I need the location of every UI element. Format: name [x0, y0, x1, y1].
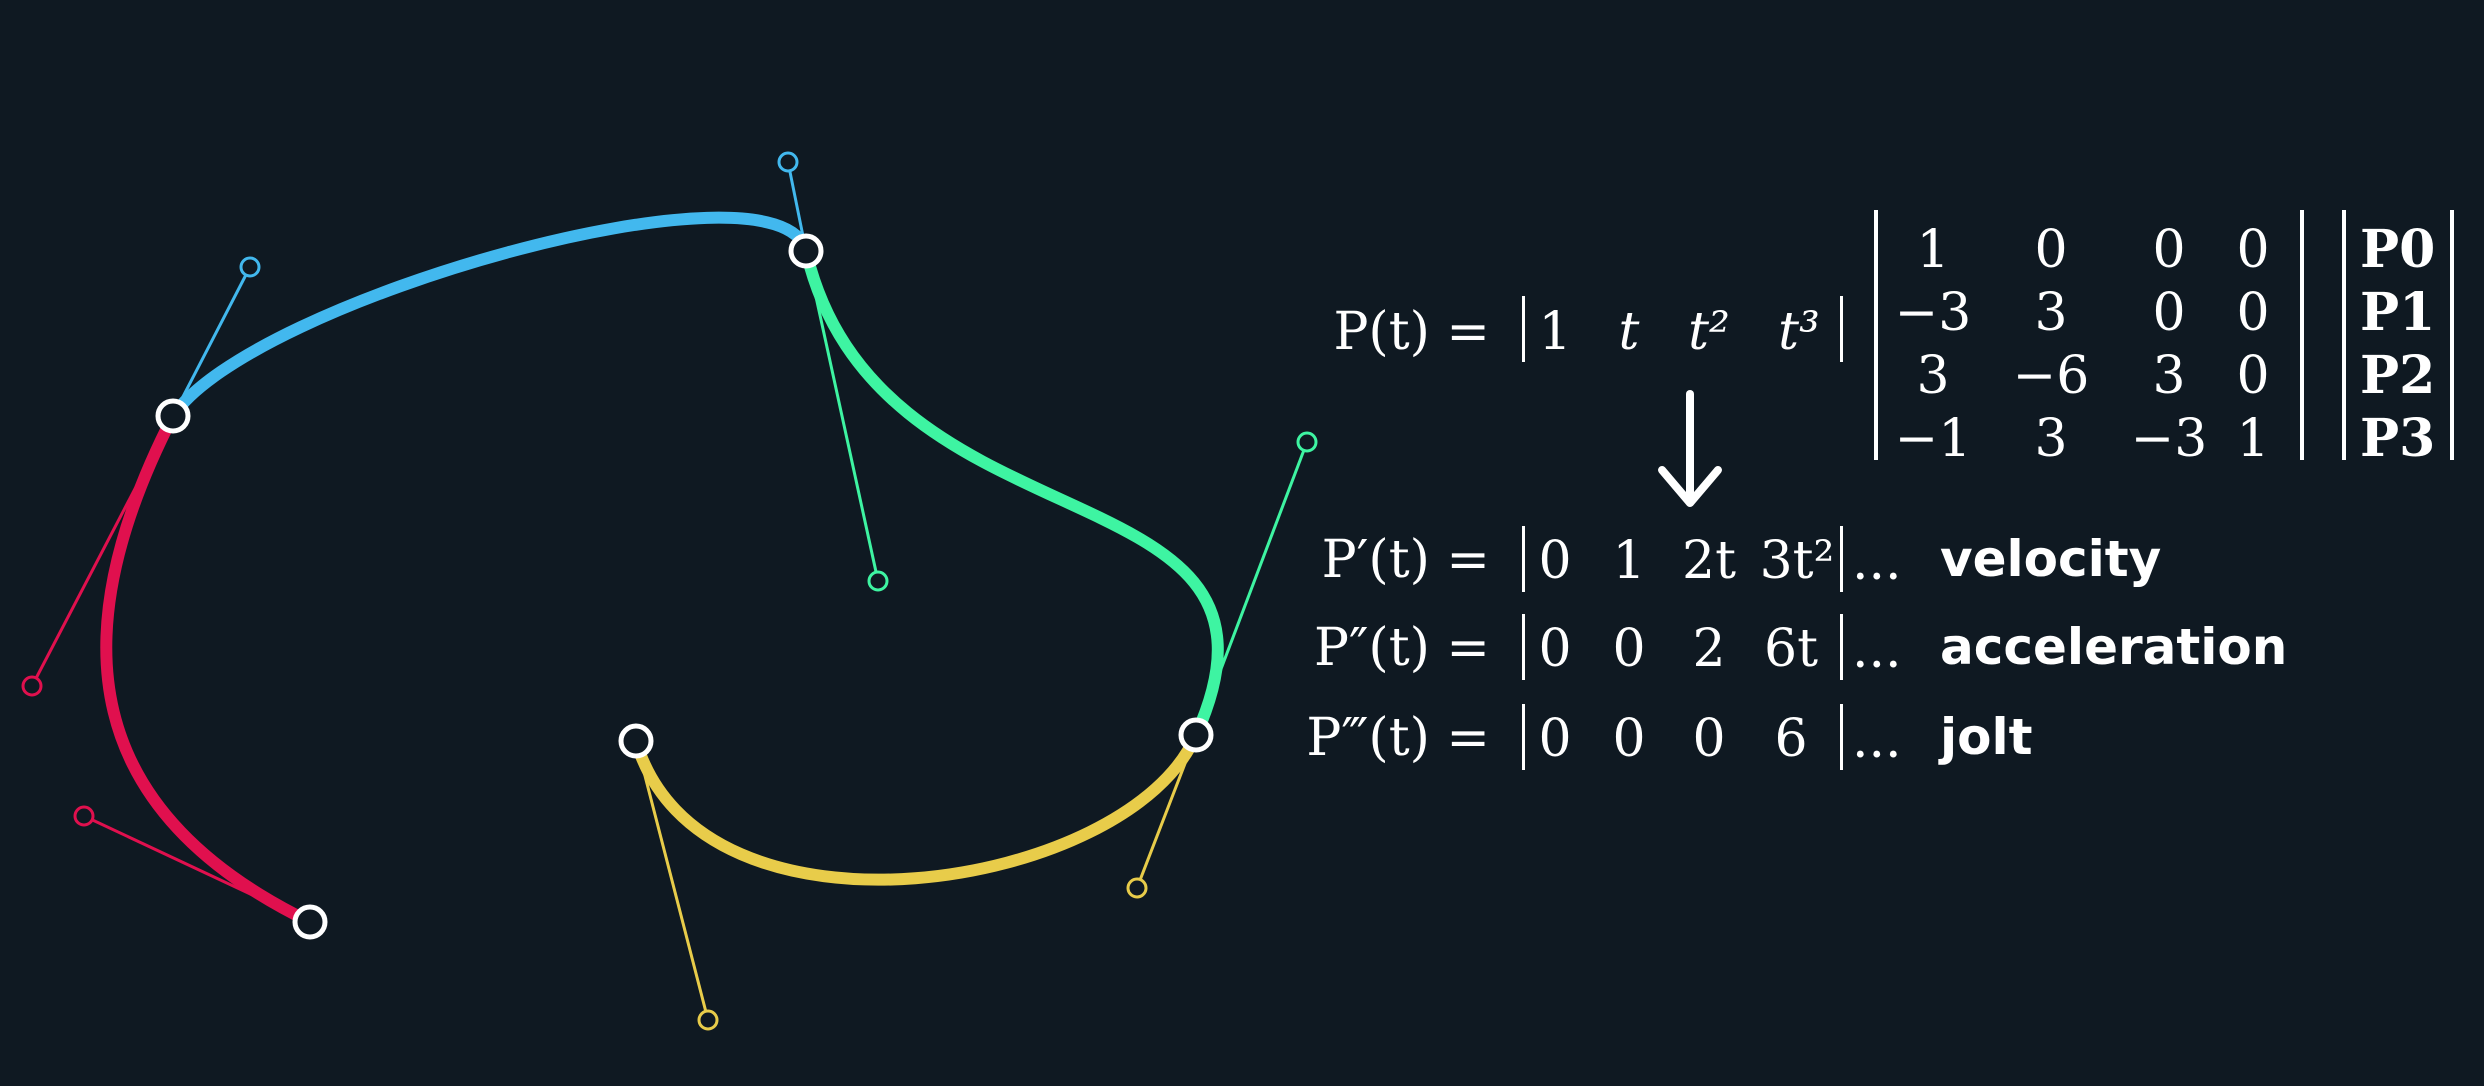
jolt-cell-2: 0	[1612, 709, 1646, 769]
anchor-points	[155, 233, 1214, 940]
matrix-cell: −6	[2012, 346, 2090, 406]
yellow-handle-point-a[interactable]	[697, 1009, 719, 1031]
jolt-ellipsis: ...	[1852, 710, 1902, 770]
acceleration-lhs: P″(t) =	[1314, 618, 1490, 678]
control-points-vector: P0 P1 P2 P3	[2342, 210, 2454, 465]
acceleration-cell-2: 0	[1612, 619, 1646, 679]
red-curve-segment	[100, 410, 316, 928]
matrix-cell: −3	[1894, 283, 1972, 343]
handle-lines	[30, 161, 1309, 1021]
anchor-point-3[interactable]	[1178, 717, 1214, 753]
matrix-cell: 0	[2152, 283, 2186, 343]
green-curve-segment	[800, 245, 1224, 741]
control-point-label: P2	[2360, 345, 2436, 406]
matrix-cell: 0	[2236, 283, 2270, 343]
velocity-label: velocity	[1940, 530, 2162, 588]
main-row-cell-3: t²	[1688, 302, 1730, 362]
control-point-label: P0	[2360, 219, 2436, 280]
jolt-cell-4: 6	[1774, 709, 1808, 769]
jolt-cell-1: 0	[1538, 709, 1572, 769]
acceleration-cell-3: 2	[1692, 619, 1726, 679]
yellow-curve-segment	[630, 729, 1202, 886]
yellow-handle-point-b[interactable]	[1126, 877, 1148, 899]
velocity-cell-3: 2t	[1682, 531, 1736, 591]
matrix-cell: 0	[2236, 346, 2270, 406]
control-point-label: P3	[2360, 408, 2436, 469]
acceleration-cell-1: 0	[1538, 619, 1572, 679]
jolt-cell-3: 0	[1692, 709, 1726, 769]
acceleration-row-vector: 0 0 2 6t	[1522, 614, 1843, 680]
acceleration-label: acceleration	[1940, 618, 2288, 676]
blue-curve-segment	[167, 211, 812, 422]
main-equation-lhs: P(t) =	[1333, 302, 1490, 362]
matrix-cell: 3	[2152, 346, 2186, 406]
matrix-cell: −1	[1894, 409, 1972, 469]
green-handle-point-b[interactable]	[1296, 431, 1318, 453]
main-row-cell-2: t	[1618, 302, 1640, 362]
anchor-point-4[interactable]	[618, 723, 654, 759]
yellow-handle-line-start	[634, 740, 710, 1021]
acceleration-cell-4: 6t	[1764, 619, 1818, 679]
jolt-lhs: P‴(t) =	[1306, 708, 1490, 768]
velocity-cell-2: 1	[1612, 531, 1646, 591]
green-handle-point-a[interactable]	[867, 570, 889, 592]
matrix-cell: 1	[1916, 220, 1950, 280]
main-row-vector: 1 t t² t³	[1522, 296, 1843, 362]
down-arrow-icon	[1658, 390, 1722, 507]
velocity-lhs: P′(t) =	[1321, 530, 1490, 590]
anchor-point-2[interactable]	[788, 233, 824, 269]
handle-endpoints	[21, 151, 1318, 1031]
blue-handle-point-b[interactable]	[777, 151, 799, 173]
blue-handle-line-start	[171, 266, 252, 417]
coefficient-matrix: 1 0 0 0 −3 3 0 0 3 −6 3 0 −1 3 −3 1	[1874, 210, 2304, 465]
velocity-cell-4: 3t²	[1759, 531, 1835, 591]
matrix-cell: 1	[2236, 409, 2270, 469]
control-point-label: P1	[2360, 282, 2436, 343]
main-row-cell-4: t³	[1778, 302, 1820, 362]
curve-segments	[100, 211, 1224, 928]
velocity-row-vector: 0 1 2t 3t²	[1522, 526, 1843, 592]
matrix-cell: 3	[2034, 409, 2068, 469]
jolt-row-vector: 0 0 0 6	[1522, 704, 1843, 770]
anchor-point-1[interactable]	[155, 398, 191, 434]
matrix-cell: 3	[2034, 283, 2068, 343]
matrix-cell: 0	[2152, 220, 2186, 280]
matrix-cell: 3	[1916, 346, 1950, 406]
main-row-cell-1: 1	[1538, 302, 1572, 362]
blue-handle-point-a[interactable]	[239, 256, 261, 278]
matrix-cell: 0	[2034, 220, 2068, 280]
red-handle-point-a[interactable]	[21, 675, 43, 697]
anchor-point-5[interactable]	[292, 904, 328, 940]
matrix-cell: −3	[2130, 409, 2208, 469]
velocity-ellipsis: ...	[1852, 532, 1902, 592]
velocity-cell-1: 0	[1538, 531, 1572, 591]
matrix-cell: 0	[2236, 220, 2270, 280]
jolt-label: jolt	[1940, 708, 2033, 766]
acceleration-ellipsis: ...	[1852, 620, 1902, 680]
red-handle-point-b[interactable]	[73, 805, 95, 827]
